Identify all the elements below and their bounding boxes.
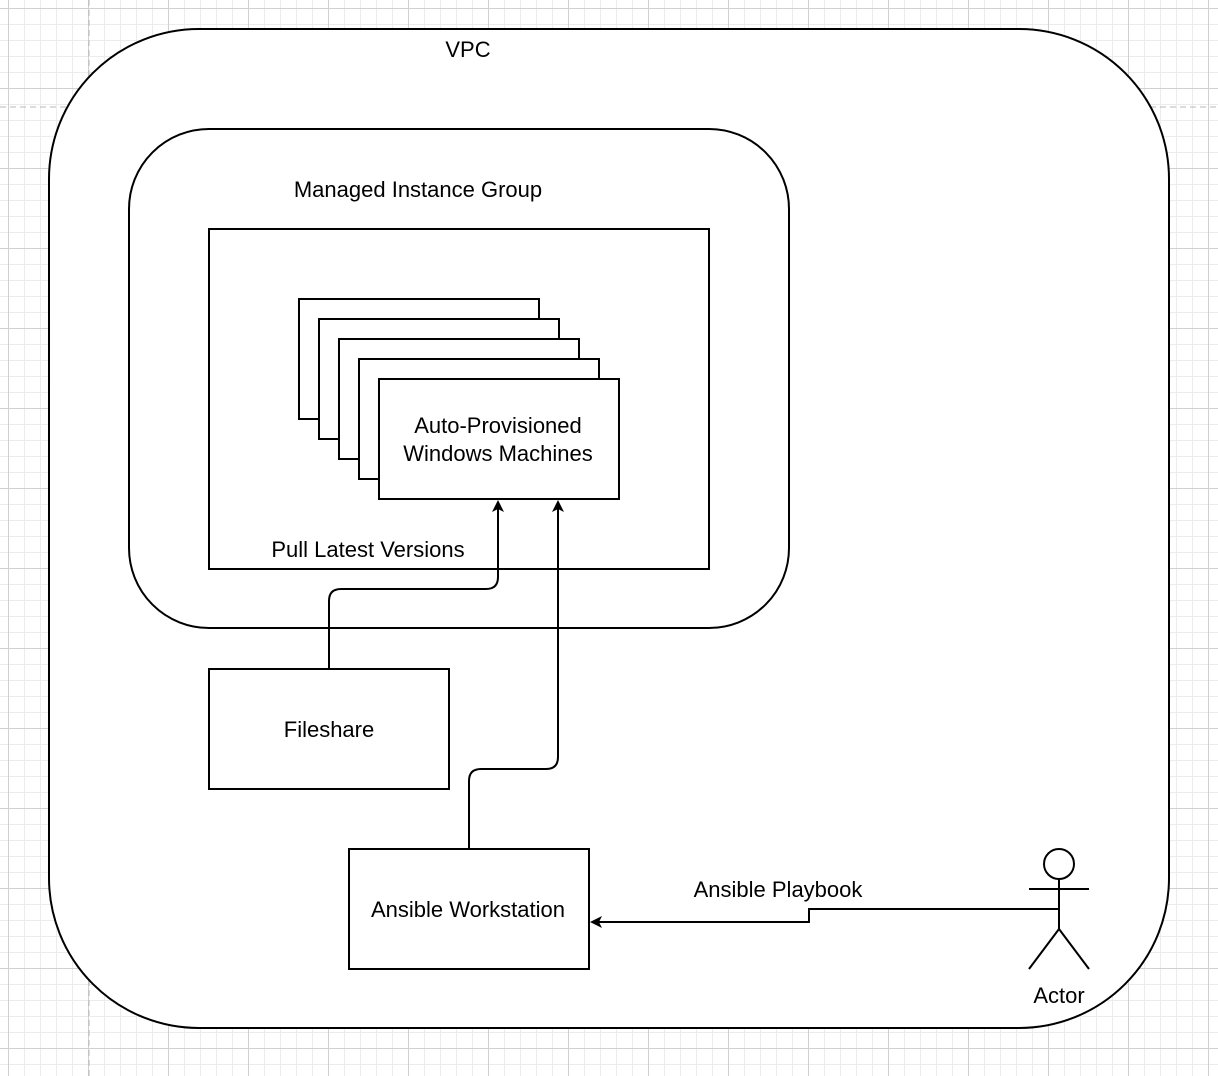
workstation-to-machines-arrow[interactable] — [468, 500, 564, 849]
fileshare-box[interactable] — [208, 668, 450, 790]
machines-label-line1: Auto-Provisioned — [414, 413, 582, 438]
actor-label: Actor — [1033, 983, 1084, 1008]
ansible-playbook-label: Ansible Playbook — [694, 877, 864, 902]
ansible-workstation-label: Ansible Workstation — [371, 897, 565, 922]
actor-icon[interactable] — [1028, 848, 1090, 970]
managed-instance-group-label: Managed Instance Group — [294, 177, 542, 202]
pull-latest-versions-label: Pull Latest Versions — [271, 537, 464, 562]
fileshare-to-machines-arrow[interactable] — [328, 500, 504, 669]
fileshare-label: Fileshare — [284, 717, 374, 742]
machine-card-front[interactable] — [378, 378, 620, 500]
vpc-label: VPC — [445, 37, 490, 62]
machines-label-line2: Windows Machines — [403, 441, 593, 466]
actor-to-workstation-arrow[interactable] — [590, 908, 1059, 928]
